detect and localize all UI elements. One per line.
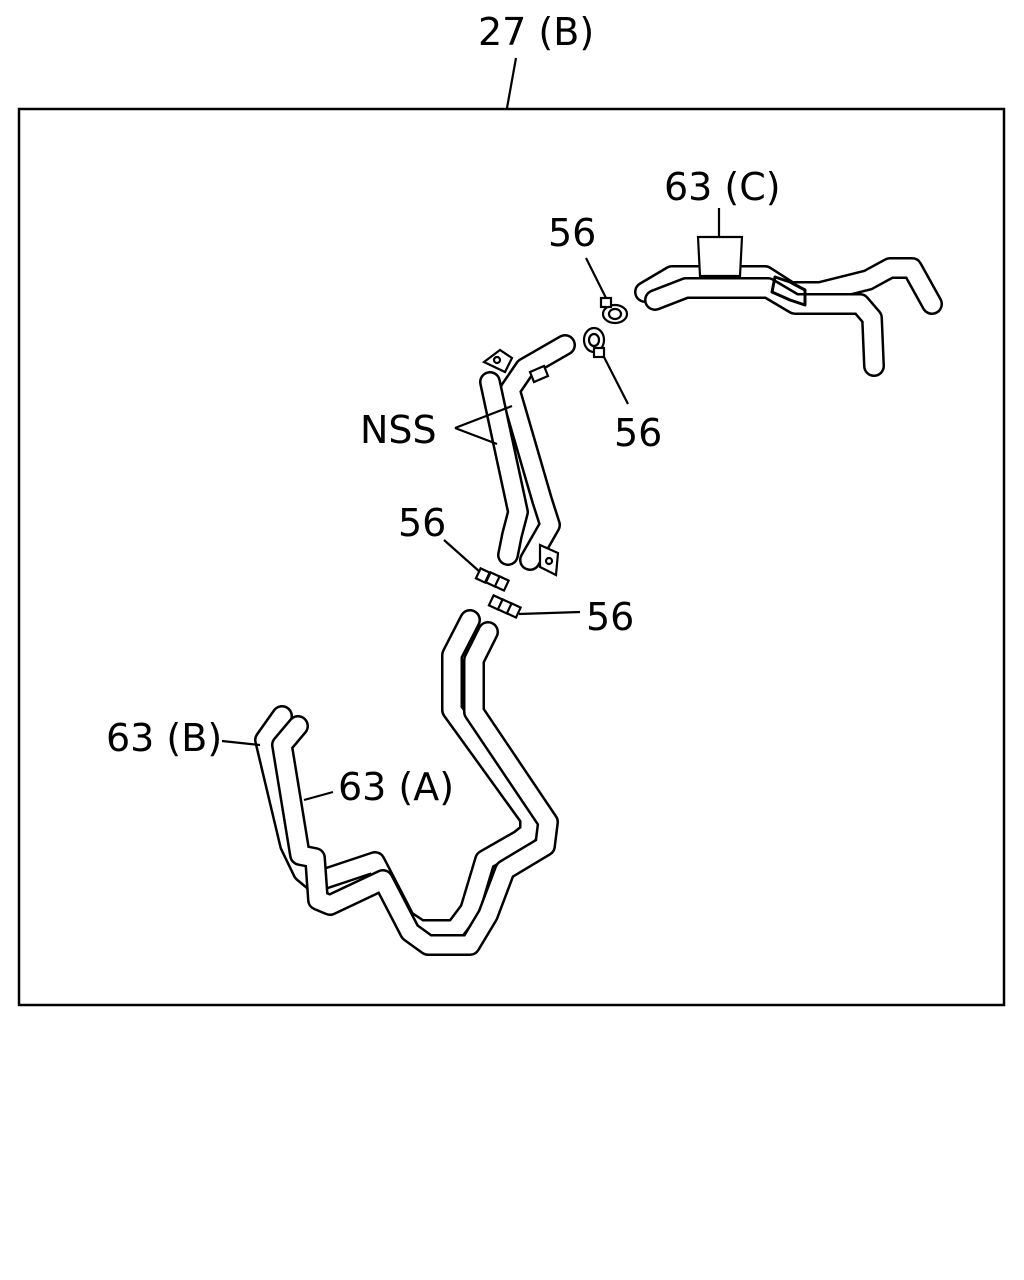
label-clamp-56-top-upper: 56: [548, 211, 596, 255]
label-hose-63c: 63 (C): [664, 165, 781, 209]
leader-clamp-56-mid-right: [518, 610, 581, 616]
label-clamp-56-top-lower: 56: [614, 411, 662, 455]
hose-63b[interactable]: [254, 609, 541, 941]
leader-hose-63b: [221, 739, 261, 747]
label-clamp-56-mid-right: 56: [586, 595, 634, 639]
clamp-56-top-lower[interactable]: [582, 326, 606, 359]
label-clamp-56-mid-left: 56: [398, 501, 446, 545]
leader-clamp-56-mid-left: [443, 539, 481, 573]
leader-hose-63a: [303, 790, 334, 802]
hose-63c[interactable]: [634, 235, 943, 377]
label-hose-63a: 63 (A): [338, 765, 454, 809]
hose-63c-tag: [696, 235, 744, 278]
group-label-leader: [505, 57, 518, 109]
leader-clamp-56-top-upper: [585, 257, 607, 299]
label-nss: NSS: [360, 408, 437, 452]
pipe-nss[interactable]: [479, 334, 576, 577]
leader-nss: [454, 404, 513, 446]
leader-clamp-56-top-lower: [603, 356, 629, 405]
group-label: 27 (B): [478, 10, 594, 54]
clamp-56-mid-right[interactable]: [487, 593, 523, 620]
label-hose-63b: 63 (B): [106, 716, 222, 760]
hose-63a[interactable]: [271, 621, 559, 956]
